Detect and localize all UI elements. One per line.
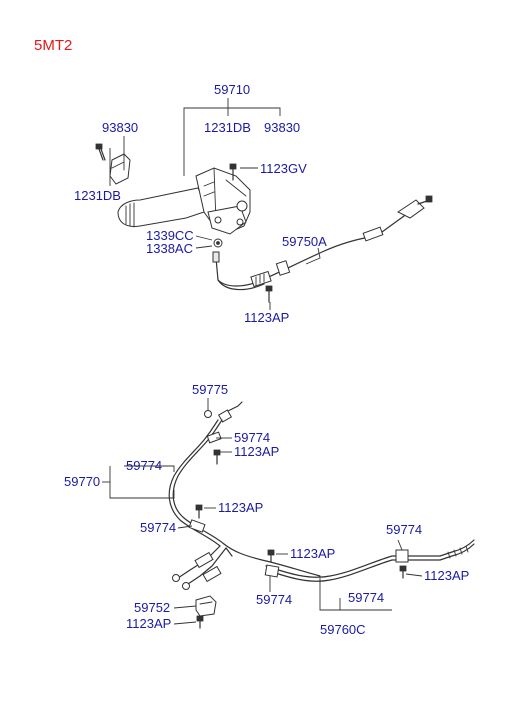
equalizer [172, 543, 321, 590]
lower-leaders [102, 398, 423, 625]
callout-labels: 59710 1231DB 93830 93830 1231DB 1123GV 1… [64, 82, 469, 637]
label-1123AP-upper: 1123AP [244, 310, 289, 325]
label-59774-d: 59774 [386, 522, 422, 537]
label-59760C: 59760C [320, 622, 366, 637]
label-1123AP-e: 1123AP [126, 616, 171, 631]
variant-code: 5MT2 [34, 37, 72, 54]
label-1231DB-top: 1231DB [204, 120, 251, 135]
label-59770: 59770 [64, 474, 100, 489]
bolt-1123AP-upper [265, 285, 273, 303]
upper-leaders [109, 98, 321, 310]
label-1123GV: 1123GV [260, 161, 307, 176]
bolt-1123AP-d [399, 565, 407, 579]
bolt-1123GV [229, 163, 237, 181]
parking-brake-lever [117, 167, 251, 235]
cable-59750A [212, 195, 433, 291]
label-59774-c: 59774 [140, 520, 176, 535]
cable-59760C [264, 539, 475, 582]
label-93830-left: 93830 [102, 120, 138, 135]
part-59775 [204, 410, 212, 418]
bolt-1123AP-e [196, 615, 204, 629]
label-1231DB-left: 1231DB [74, 188, 121, 203]
bolt-1123AP-c [267, 549, 275, 563]
label-93830-top: 93830 [264, 120, 300, 135]
label-59774-b: 59774 [126, 458, 162, 473]
label-59752: 59752 [134, 600, 170, 615]
label-59775: 59775 [192, 382, 228, 397]
label-1123AP-c: 1123AP [290, 546, 335, 561]
bracket-93830 [109, 153, 131, 185]
label-59750A: 59750A [282, 234, 327, 249]
label-1339CC: 1339CC [146, 228, 194, 243]
label-59774-e: 59774 [256, 592, 292, 607]
label-59774-f: 59774 [348, 590, 384, 605]
label-1123AP-a: 1123AP [234, 444, 279, 459]
bolt-1123AP-b [195, 504, 203, 519]
label-1123AP-b: 1123AP [218, 500, 263, 515]
bracket-59752 [195, 595, 217, 617]
label-59774-a: 59774 [234, 430, 270, 445]
label-59710: 59710 [214, 82, 250, 97]
label-1123AP-d: 1123AP [424, 568, 469, 583]
bolt-1123AP-a [213, 449, 221, 465]
nut-1339CC [213, 238, 223, 248]
label-1338AC: 1338AC [146, 241, 193, 256]
cable-59770 [168, 401, 243, 547]
bolt-1231DB-left [95, 143, 106, 161]
